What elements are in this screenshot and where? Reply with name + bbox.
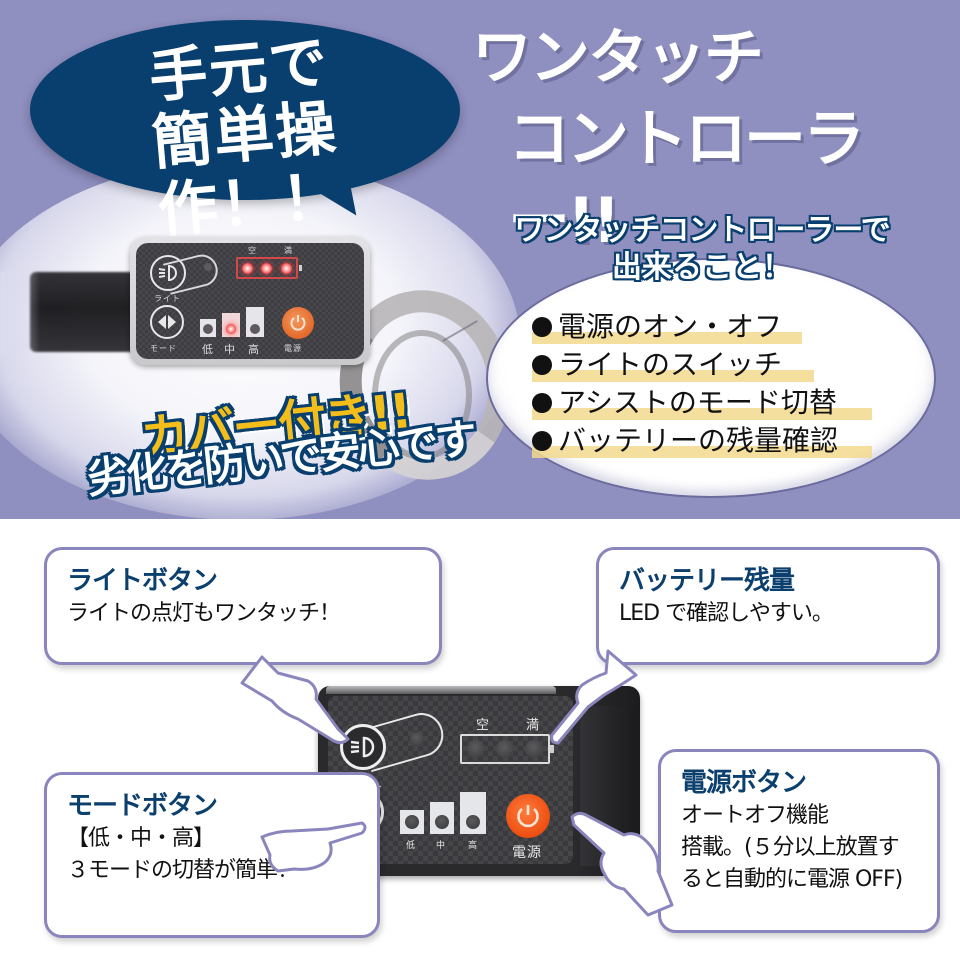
callout-power-button: 電源ボタン オートオフ機能 搭載。(５分以上放置す ると自動的に電源 OFF): [658, 749, 940, 933]
level-high-led: [466, 815, 480, 829]
callout-battery: バッテリー残量 LED で確認しやすい。: [596, 547, 940, 665]
battery-led-3: [280, 262, 292, 274]
callout-mode-button: モードボタン 【低・中・高】 ３モードの切替が簡単！: [44, 772, 380, 938]
callout-light-button: ライトボタン ライトの点灯もワンタッチ！: [44, 547, 442, 665]
capability-item: ライトのスイッチ: [532, 346, 838, 384]
controller-face: ライト 空 満 モード 低 中 高: [136, 243, 364, 359]
callout-mode-body-1: 【低・中・高】: [67, 826, 215, 851]
power-icon: [506, 794, 550, 838]
callout-battery-title: バッテリー残量: [619, 566, 795, 596]
headlight-icon: [150, 255, 186, 291]
battery-led-1: [467, 740, 486, 758]
callout-mode-body-2: ３モードの切替が簡単！: [67, 858, 299, 883]
capabilities-title-line-2: 出来ること！: [612, 250, 792, 285]
speech-bubble-text: 手元で 簡単操作！！: [52, 20, 438, 253]
headline-line-1: ワンタッチ: [472, 23, 764, 93]
battery-empty-label: 空: [476, 718, 491, 733]
bottom-features-panel: ライト 空 満 モード 低 中 高: [0, 519, 960, 960]
power-label: 電源: [284, 344, 302, 353]
handlebar-ring-inner: [372, 330, 472, 460]
page-headline: ワンタッチ コントローラー!!: [472, 18, 952, 262]
headline-line-2: コントローラー!!: [508, 102, 865, 257]
light-indicator-led: [204, 263, 212, 271]
battery-full-label: 満: [284, 246, 293, 255]
bullet-icon: [532, 355, 552, 375]
level-low: [400, 810, 424, 834]
power-label: 電源: [512, 845, 542, 861]
level-low: [200, 319, 216, 337]
callout-power-body-3: ると自動的に電源 OFF): [681, 867, 903, 892]
level-high: [246, 307, 264, 337]
level-mid-led: [435, 815, 449, 829]
light-label: ライト: [154, 294, 181, 303]
callout-battery-body: LED で確認しやすい。: [619, 601, 834, 626]
headlight-icon: [340, 724, 386, 770]
pointing-hand-battery-icon: [550, 649, 638, 745]
callout-light-body: ライトの点灯もワンタッチ！: [67, 601, 341, 626]
capability-item: バッテリーの残量確認: [532, 422, 872, 460]
capability-item: アシストのモード切替: [532, 384, 872, 422]
battery-led-2: [261, 262, 273, 274]
level-low-led: [405, 815, 419, 829]
light-indicator-led: [410, 732, 424, 746]
bullet-icon: [532, 317, 552, 337]
battery-full-label: 満: [526, 718, 541, 733]
callout-mode-title: モードボタン: [67, 791, 218, 821]
bullet-icon: [532, 431, 552, 451]
mode-arrows-icon: [150, 305, 184, 339]
speech-bubble: [30, 20, 460, 200]
capabilities-list: 電源のオン・オフ ライトのスイッチ アシストのモード切替 バッテリーの残量確認: [532, 308, 872, 460]
capability-item: 電源のオン・オフ: [532, 308, 838, 346]
level-mid: [430, 802, 454, 834]
callout-power-body-1: オートオフ機能: [681, 803, 829, 828]
battery-indicator: [460, 734, 554, 764]
level-mid-led: [226, 324, 236, 334]
mode-label: モード: [150, 344, 177, 353]
handlebar-grip: [0, 272, 140, 352]
power-icon: [282, 307, 314, 339]
level-mid: [222, 313, 240, 337]
battery-indicator: [236, 257, 302, 279]
capabilities-title-line-1: ワンタッチコントローラーで: [514, 213, 890, 248]
battery-led-2: [495, 740, 514, 758]
level-low-label: 低: [202, 343, 214, 356]
level-mid-label: 中: [224, 343, 236, 356]
level-mid-label: 中: [436, 841, 447, 851]
capabilities-title: ワンタッチコントローラーで 出来ること！: [482, 212, 922, 286]
bullet-icon: [532, 393, 552, 413]
level-high-label: 高: [248, 343, 260, 356]
level-low-label: 低: [406, 841, 417, 851]
controller-photo: ライト 空 満 モード 低 中 高: [130, 237, 370, 365]
level-high-led: [250, 324, 260, 334]
battery-led-3: [524, 740, 543, 758]
callout-power-body-2: 搭載。(５分以上放置す: [681, 835, 900, 860]
level-high-label: 高: [468, 841, 479, 851]
battery-led-1: [242, 262, 254, 274]
pointing-hand-mode-icon: [260, 821, 367, 873]
level-low-led: [203, 324, 213, 334]
callout-power-title: 電源ボタン: [681, 768, 807, 798]
level-high: [460, 792, 486, 834]
callout-light-title: ライトボタン: [67, 566, 218, 596]
pointing-hand-light-icon: [240, 655, 350, 745]
battery-empty-label: 空: [248, 246, 257, 255]
top-hero-panel: 手元で 簡単操作！！ ワンタッチ コントローラー!! ライト 空 満: [0, 0, 960, 519]
pointing-hand-power-icon: [570, 811, 674, 917]
